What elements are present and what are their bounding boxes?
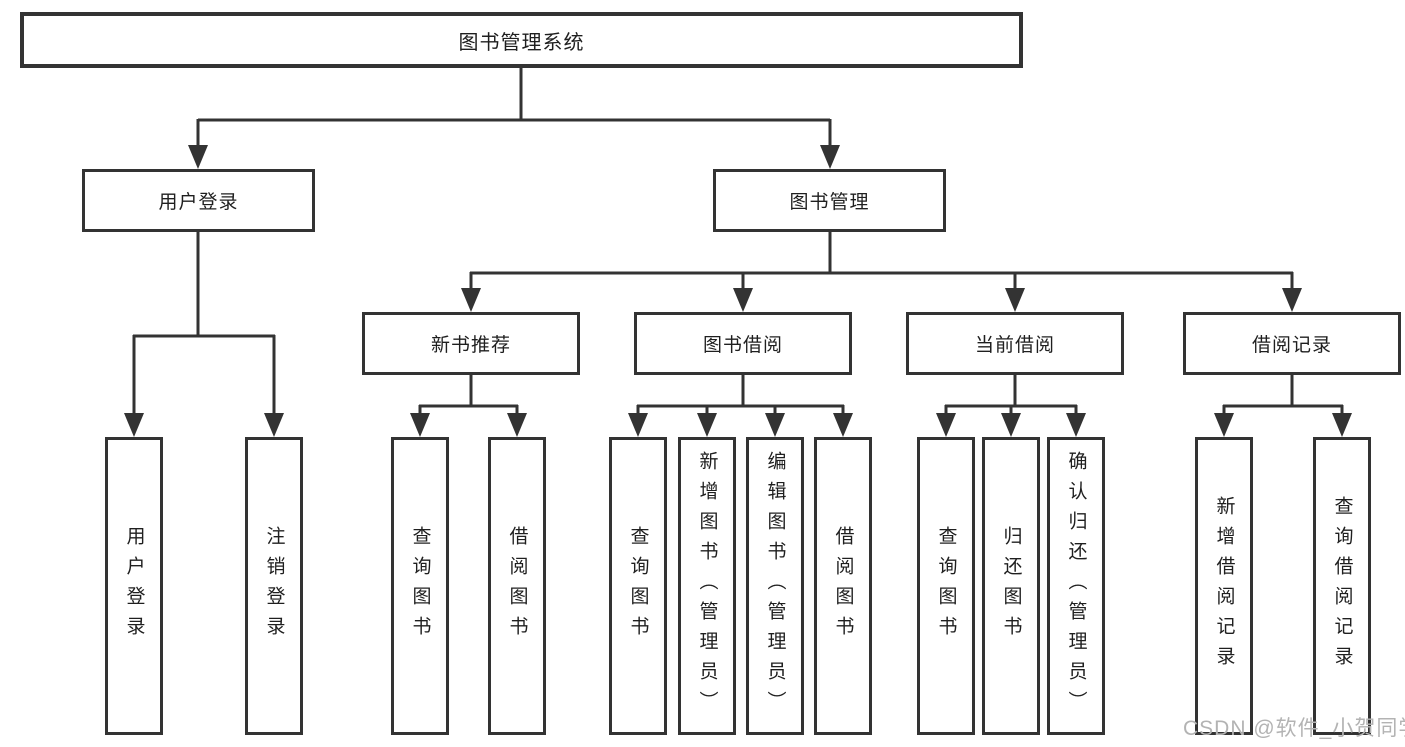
node-label: 借阅记录 — [1251, 335, 1332, 356]
node-label: 图书管理系统 — [458, 31, 585, 54]
leaf-add-books-admin: 新增图书（管理员） — [678, 437, 736, 735]
node-label: 图书管理 — [789, 192, 870, 213]
leaf-label: 新增借阅记录 — [1213, 496, 1235, 676]
arrowhead — [765, 413, 785, 437]
leaf-label: 新增图书（管理员） — [696, 451, 718, 721]
leaf-label: 借阅图书 — [506, 526, 528, 646]
leaf-logout: 注销登录 — [245, 437, 303, 735]
csdn-watermark: CSDN @软件_小贺同学 — [1183, 717, 1405, 740]
leaf-label: 查询图书 — [409, 526, 431, 646]
node-book-management: 图书管理 — [713, 169, 946, 232]
leaf-label: 确认归还（管理员） — [1065, 451, 1087, 721]
node-label: 新书推荐 — [430, 335, 511, 356]
node-label: 图书借阅 — [702, 335, 783, 356]
arrowhead — [628, 413, 648, 437]
leaf-label: 用户登录 — [123, 526, 145, 646]
leaf-label: 注销登录 — [263, 526, 285, 646]
connector-user-login-group — [132, 232, 276, 414]
leaf-label: 借阅图书 — [832, 526, 854, 646]
leaf-user-login: 用户登录 — [105, 437, 163, 735]
node-library-management-system: 图书管理系统 — [20, 12, 1023, 68]
arrowhead — [1282, 288, 1302, 312]
leaf-edit-books-admin: 编辑图书（管理员） — [746, 437, 804, 735]
arrowhead — [697, 413, 717, 437]
arrowhead — [1332, 413, 1352, 437]
leaf-confirm-return-admin: 确认归还（管理员） — [1047, 437, 1105, 735]
node-user-login: 用户登录 — [82, 169, 315, 232]
leaf-label: 编辑图书（管理员） — [764, 451, 786, 721]
leaf-borrow-books-recommend: 借阅图书 — [488, 437, 546, 735]
leaf-query-books-borrow: 查询图书 — [609, 437, 667, 735]
leaf-return-books: 归还图书 — [982, 437, 1040, 735]
arrowhead — [1001, 413, 1021, 437]
arrowhead — [820, 145, 840, 169]
leaf-label: 查询图书 — [935, 526, 957, 646]
node-label: 用户登录 — [158, 192, 239, 213]
arrowhead — [833, 413, 853, 437]
leaf-borrow-books: 借阅图书 — [814, 437, 872, 735]
node-new-book-recommend: 新书推荐 — [362, 312, 580, 375]
leaf-query-books-recommend: 查询图书 — [391, 437, 449, 735]
connector-new-book-group — [418, 375, 519, 414]
node-current-borrow: 当前借阅 — [906, 312, 1124, 375]
arrowhead — [188, 145, 208, 169]
arrowhead — [507, 413, 527, 437]
connector-current-borrow-group — [944, 375, 1078, 414]
node-book-borrow: 图书借阅 — [634, 312, 852, 375]
arrowhead — [410, 413, 430, 437]
leaf-query-books-current: 查询图书 — [917, 437, 975, 735]
node-borrow-record: 借阅记录 — [1183, 312, 1401, 375]
node-label: 当前借阅 — [974, 335, 1055, 356]
connector-root-to-level2 — [196, 68, 832, 146]
leaf-label: 归还图书 — [1000, 526, 1022, 646]
arrowhead — [1005, 288, 1025, 312]
arrowhead — [733, 288, 753, 312]
arrowhead — [1066, 413, 1086, 437]
leaf-label: 查询图书 — [627, 526, 649, 646]
connector-book-borrow-group — [636, 375, 845, 414]
connector-book-mgmt-to-level3 — [469, 232, 1294, 289]
leaf-query-borrow-record: 查询借阅记录 — [1313, 437, 1371, 735]
connector-borrow-record-group — [1222, 375, 1344, 414]
arrowhead — [1214, 413, 1234, 437]
arrowhead — [461, 288, 481, 312]
arrowhead — [936, 413, 956, 437]
leaf-add-borrow-record: 新增借阅记录 — [1195, 437, 1253, 735]
arrowhead — [264, 413, 284, 437]
leaf-label: 查询借阅记录 — [1331, 496, 1353, 676]
arrowhead — [124, 413, 144, 437]
